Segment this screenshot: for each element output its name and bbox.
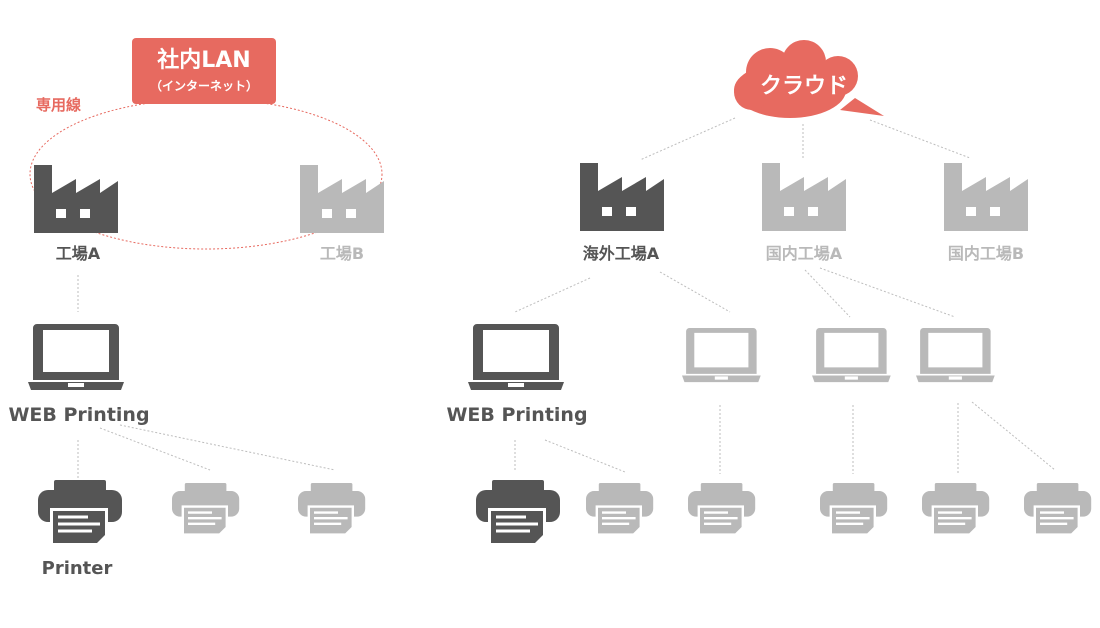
domestic-factory-b-label: 国内工場B xyxy=(947,244,1025,263)
web-printing-label: WEB Printing xyxy=(446,404,588,426)
printer-icon xyxy=(686,481,757,537)
lan-badge xyxy=(132,38,276,104)
factory-icon xyxy=(34,165,118,233)
printer-label: Printer xyxy=(41,558,113,579)
printer-icon xyxy=(818,481,889,537)
printer-icon xyxy=(584,481,655,537)
factory-a-label: 工場A xyxy=(55,244,101,263)
factory-b-label: 工場B xyxy=(319,244,365,263)
cloud-label: クラウド xyxy=(759,74,849,99)
printer-icon xyxy=(36,478,124,548)
printer-icon xyxy=(474,478,562,548)
factory-icon xyxy=(944,163,1028,231)
laptop-icon xyxy=(916,328,995,383)
laptop-icon xyxy=(812,328,891,383)
web-printing-label: WEB Printing xyxy=(8,404,150,426)
laptop-icon xyxy=(28,324,124,390)
factory-icon xyxy=(300,165,384,233)
overseas-factory-a-label: 海外工場A xyxy=(582,244,660,263)
leased-line-label: 専用線 xyxy=(36,96,82,114)
printer-icon xyxy=(296,481,367,537)
lan-title: 社内LAN xyxy=(157,48,251,73)
printer-icon xyxy=(920,481,991,537)
domestic-factory-a-label: 国内工場A xyxy=(765,244,843,263)
printer-icon xyxy=(170,481,241,537)
cloud-icon xyxy=(734,40,884,118)
connection-lines xyxy=(77,117,1056,480)
printer-icon xyxy=(1022,481,1093,537)
factory-icon xyxy=(762,163,846,231)
leased-line-ellipse xyxy=(29,98,383,250)
laptop-icon xyxy=(468,324,564,390)
factory-icon xyxy=(580,163,664,231)
lan-subtitle: （インターネット） xyxy=(149,79,259,93)
laptop-icon xyxy=(682,328,761,383)
